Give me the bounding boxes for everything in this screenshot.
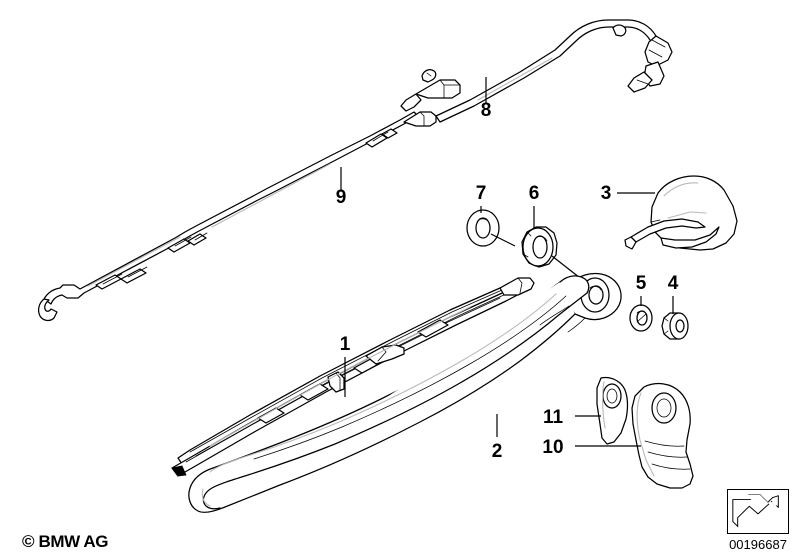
callout-3: 3 (601, 183, 612, 204)
bent-arrow-icon (727, 489, 789, 534)
callout-8: 8 (481, 100, 492, 121)
part-hex-nut-large (521, 226, 599, 293)
part-washer-small (629, 304, 653, 332)
callout-1: 1 (340, 334, 351, 355)
part-wiper-blade (171, 277, 535, 477)
callout-7: 7 (476, 183, 487, 204)
callout-4: 4 (668, 273, 679, 294)
part-washer-hose-upper (400, 19, 673, 123)
callout-2: 2 (492, 441, 503, 462)
bent-arrow-glyph (732, 494, 779, 528)
copyright-notice: © BMW AG (22, 532, 109, 551)
callout-10: 10 (542, 437, 563, 458)
callouts-group: 1 2 3 4 5 6 7 8 9 10 11 (336, 77, 679, 462)
part-cover-cap-large (631, 382, 694, 489)
callout-11: 11 (543, 407, 564, 428)
document-number: 00196687 (729, 537, 787, 552)
callout-5: 5 (636, 273, 647, 294)
part-wiper-arm (188, 272, 622, 513)
callout-9: 9 (336, 187, 347, 208)
part-washer-hose-lower (38, 111, 437, 322)
part-cover-cap-small (596, 376, 628, 445)
callout-6: 6 (529, 183, 540, 204)
part-hex-nut (661, 312, 689, 340)
part-wiper-arm-cover (624, 175, 738, 251)
part-washer-large (466, 209, 516, 247)
